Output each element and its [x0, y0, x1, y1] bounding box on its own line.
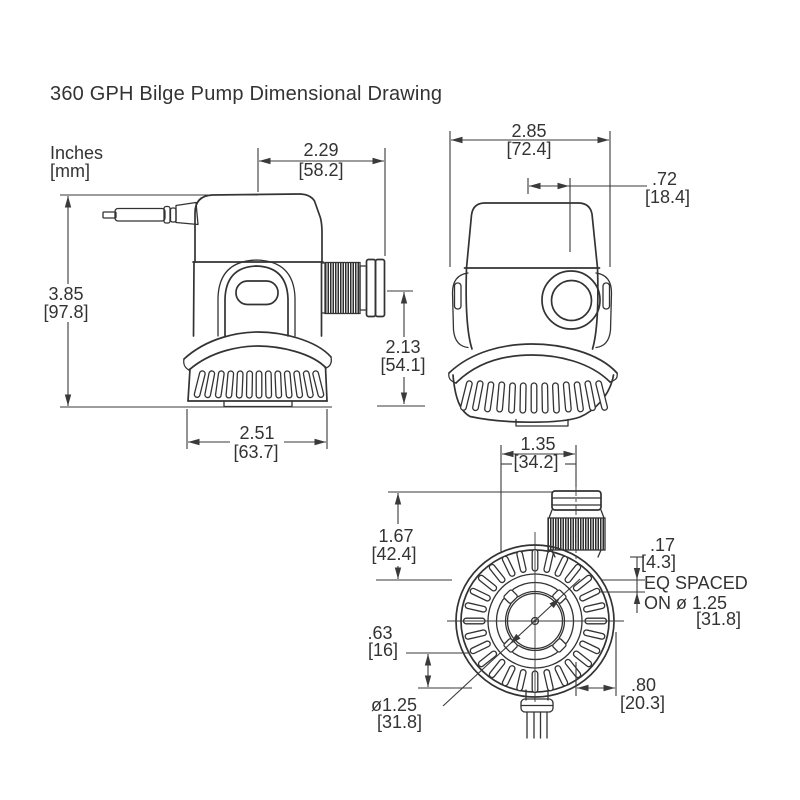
side-view-handle [217, 259, 296, 337]
dim-side-outlet-height-mm: [54.1] [380, 355, 425, 375]
dim-bottom-outlet-offset-mm: [34.2] [513, 452, 558, 472]
dim-bottom-outlet-offset-in: 1.35 [520, 434, 555, 454]
dim-side-height-in: 3.85 [48, 284, 83, 304]
dim-bottom-edge-dist-mm: [20.3] [620, 693, 665, 713]
side-view [102, 193, 386, 408]
dim-bottom-edge-dist-in: .80 [631, 675, 656, 695]
dim-front-width-in: 2.85 [511, 121, 546, 141]
dim-bottom-slot-width-in: .17 [650, 535, 675, 555]
units-label-inches: Inches [50, 143, 103, 163]
dim-side-outlet-height-in: 2.13 [385, 337, 420, 357]
dim-front-width-mm: [72.4] [506, 139, 551, 159]
dim-bottom-inlet-dia-in: ø1.25 [371, 695, 417, 715]
bottom-view [447, 486, 624, 739]
dim-side-width-mm: [58.2] [298, 160, 343, 180]
front-view-dimensions: 2.85 [72.4] .72 [18.4] [449, 121, 690, 267]
dim-bottom-inlet-offset-mm: [16] [368, 640, 398, 660]
side-view-dimensions: 3.85 [97.8] 2.29 [58.2] 2.13 [54.1] 2.51… [43, 140, 425, 462]
dim-front-outlet-offset-in: .72 [652, 169, 677, 189]
note-eq-spaced-line1: EQ SPACED [644, 573, 748, 593]
side-view-strainer [183, 331, 332, 408]
page-title: 360 GPH Bilge Pump Dimensional Drawing [50, 83, 442, 105]
dim-bottom-slot-width-mm: [4.3] [641, 552, 676, 572]
front-strainer-slots [459, 379, 609, 414]
note-eq-spaced-line2: ON ø 1.25 [644, 593, 727, 613]
dim-side-width-in: 2.29 [303, 140, 338, 160]
units-label-mm: [mm] [50, 161, 90, 181]
bottom-view-dimensions: 1.35 [34.2] 1.67 [42.4] .63 [16] ø1.25 [… [367, 434, 747, 732]
front-view-outlet [541, 270, 601, 330]
dim-bottom-outlet-length-mm: [42.4] [371, 544, 416, 564]
side-strainer-slots [193, 369, 325, 399]
front-view [448, 202, 618, 427]
dim-side-height-mm: [97.8] [43, 302, 88, 322]
bottom-view-wire [520, 689, 554, 739]
side-view-body [192, 193, 324, 337]
dim-side-base-width-mm: [63.7] [233, 442, 278, 462]
side-view-wire [102, 201, 199, 226]
dim-front-outlet-offset-mm: [18.4] [645, 187, 690, 207]
dim-bottom-inlet-dia-mm: [31.8] [377, 712, 422, 732]
dim-bottom-outlet-length-in: 1.67 [378, 526, 413, 546]
side-view-outlet-port [321, 258, 386, 318]
bottom-view-strainer [447, 532, 624, 702]
front-view-strainer [448, 343, 618, 427]
front-view-body [451, 202, 613, 350]
dim-side-base-width-in: 2.51 [239, 423, 274, 443]
note-eq-spaced-mm: [31.8] [696, 609, 741, 629]
dim-bottom-inlet-offset-in: .63 [367, 623, 392, 643]
bottom-view-outlet-stub [547, 486, 606, 563]
